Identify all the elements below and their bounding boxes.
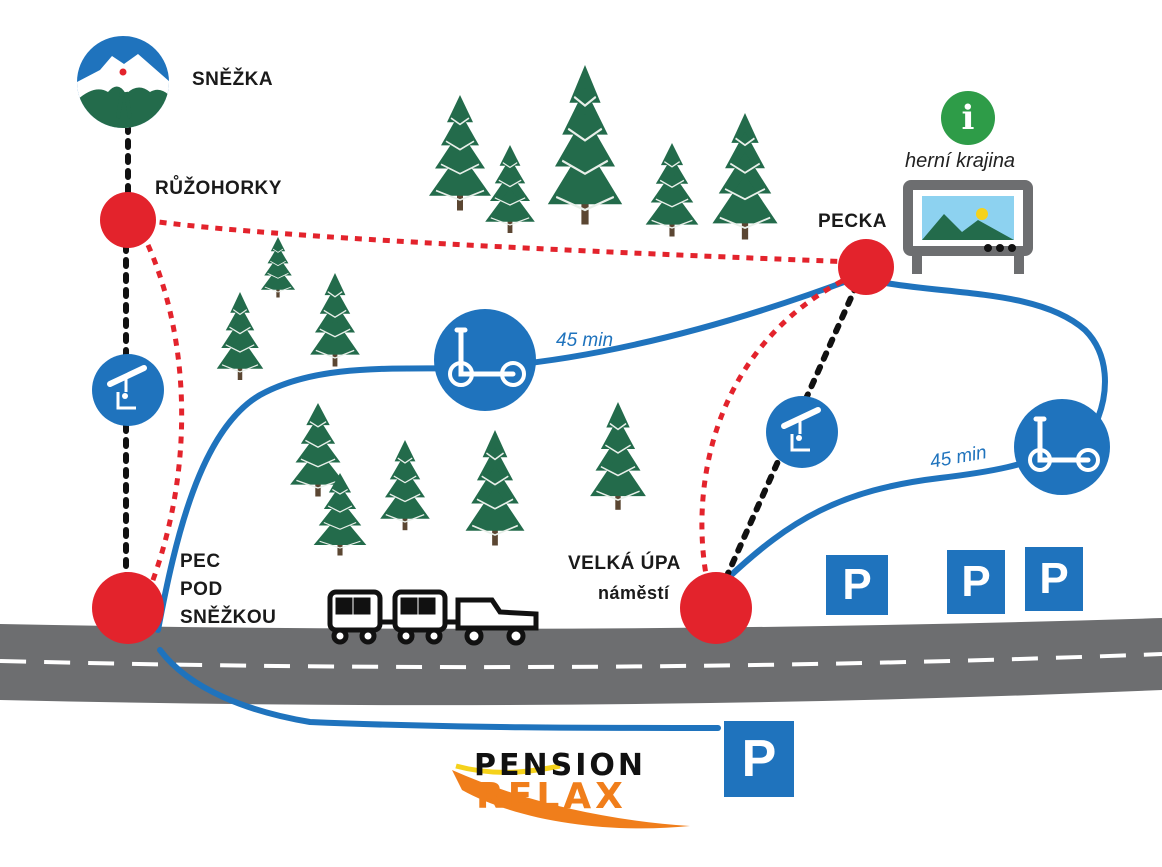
scooter-time-label: 45 min xyxy=(556,330,614,351)
parking-icon: P xyxy=(947,550,1005,614)
parking-icon: P xyxy=(826,555,888,615)
stop-pec-pod-snezkou xyxy=(92,572,164,644)
label-pec-line1: PEC xyxy=(180,551,221,572)
label-pecka: PECKA xyxy=(818,211,888,232)
label-velka-upa-namesti: náměstí xyxy=(598,583,670,603)
label-pec-line3: SNĚŽKOU xyxy=(180,607,277,628)
spruce-tree-icon xyxy=(484,144,536,234)
chairlift-icon xyxy=(766,396,838,468)
chairlift-icon xyxy=(92,354,164,426)
road xyxy=(0,618,1162,706)
logo-relax: RELAX xyxy=(476,776,627,817)
spruce-tree-icon xyxy=(428,94,492,212)
label-snezka: SNĚŽKA xyxy=(192,69,274,90)
mountain-icon xyxy=(77,36,169,128)
spruce-tree-icon xyxy=(546,63,624,226)
label-pec-line2: POD xyxy=(180,579,223,600)
scooter-icon xyxy=(1014,399,1110,495)
stop-velka-upa xyxy=(680,572,752,644)
spruce-tree-icon xyxy=(309,272,361,368)
info-icon: i xyxy=(941,91,995,145)
playground-caption: herní krajina xyxy=(905,150,1016,172)
label-velka-upa: VELKÁ ÚPA xyxy=(568,553,681,574)
spruce-tree-icon xyxy=(216,291,264,381)
playground-icon xyxy=(903,180,1033,274)
parking-icon: P xyxy=(1025,547,1083,611)
hiking-route xyxy=(131,215,856,589)
label-ruzohorky: RŮŽOHORKY xyxy=(155,178,282,199)
spruce-tree-icon xyxy=(711,112,779,241)
logo-pension: PENSION xyxy=(474,748,646,783)
road-train-icon xyxy=(327,589,539,646)
forest xyxy=(216,63,779,557)
spruce-tree-icon xyxy=(589,401,647,511)
scooter-icon xyxy=(434,309,536,411)
route-stops xyxy=(92,192,894,644)
logo-swoosh xyxy=(452,763,690,829)
stop-pecka xyxy=(838,239,894,295)
stop-ruzohorky xyxy=(100,192,156,248)
spruce-tree-icon xyxy=(464,429,526,547)
spruce-tree-icon xyxy=(312,472,368,557)
spruce-tree-icon xyxy=(260,236,296,298)
parking-icon: P xyxy=(724,721,794,797)
spruce-tree-icon xyxy=(379,439,431,531)
spruce-tree-icon xyxy=(644,142,700,238)
